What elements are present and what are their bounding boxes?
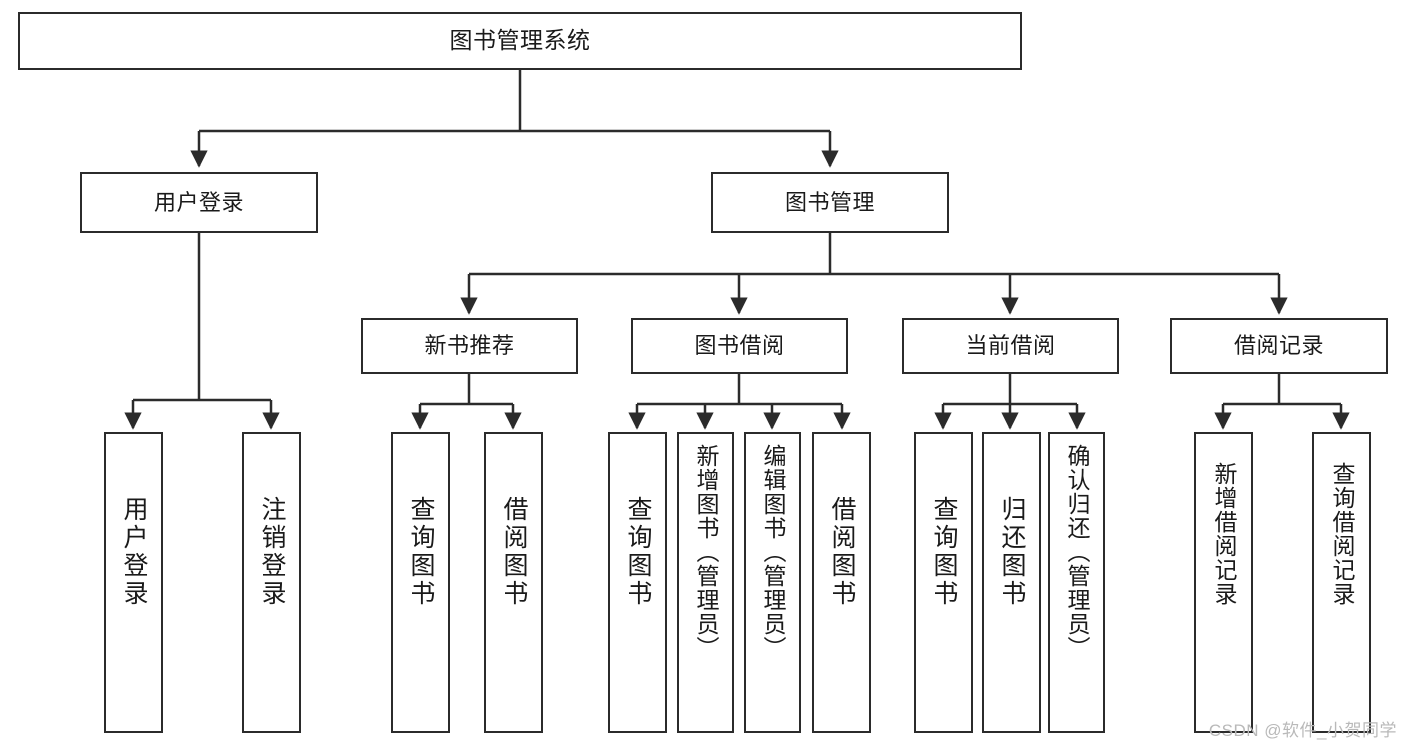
node-leaf-borrow-book-recommend[interactable]: 借阅图书 xyxy=(484,432,543,733)
node-label: 图书管理系统 xyxy=(449,27,591,54)
node-leaf-logout[interactable]: 注销登录 xyxy=(242,432,301,733)
node-label: 借阅图书 xyxy=(828,496,856,608)
node-label: 图书管理 xyxy=(784,189,875,215)
node-label: 查询图书 xyxy=(930,496,958,608)
node-label: 查询图书 xyxy=(407,496,435,608)
node-leaf-query-borrow-record[interactable]: 查询借阅记录 xyxy=(1312,432,1371,733)
node-root-library-system[interactable]: 图书管理系统 xyxy=(18,12,1022,70)
node-current-borrow[interactable]: 当前借阅 xyxy=(902,318,1119,374)
node-leaf-borrow-book[interactable]: 借阅图书 xyxy=(812,432,871,733)
node-label: 注销登录 xyxy=(258,496,286,608)
node-leaf-add-borrow-record[interactable]: 新增借阅记录 xyxy=(1194,432,1253,733)
node-book-borrow[interactable]: 图书借阅 xyxy=(631,318,848,374)
node-leaf-query-book-recommend[interactable]: 查询图书 xyxy=(391,432,450,733)
node-user-login[interactable]: 用户登录 xyxy=(80,172,318,233)
node-leaf-edit-book-admin[interactable]: 编辑图书（管理员） xyxy=(744,432,801,733)
node-label: 新增借阅记录 xyxy=(1211,462,1237,606)
node-label: 新书推荐 xyxy=(424,333,515,359)
node-new-book-recommend[interactable]: 新书推荐 xyxy=(361,318,578,374)
node-label: 用户登录 xyxy=(120,496,148,608)
node-label: 图书借阅 xyxy=(694,333,785,359)
node-label: 借阅记录 xyxy=(1233,333,1324,359)
node-label: 确认归还（管理员） xyxy=(1064,444,1090,660)
node-leaf-add-book-admin[interactable]: 新增图书（管理员） xyxy=(677,432,734,733)
node-leaf-return-book[interactable]: 归还图书 xyxy=(982,432,1041,733)
node-borrow-record[interactable]: 借阅记录 xyxy=(1170,318,1388,374)
node-book-management[interactable]: 图书管理 xyxy=(711,172,949,233)
node-label: 用户登录 xyxy=(153,189,244,215)
node-label: 查询借阅记录 xyxy=(1329,462,1355,606)
watermark-text: CSDN @软件_小贺同学 xyxy=(1208,721,1397,740)
node-leaf-user-login[interactable]: 用户登录 xyxy=(104,432,163,733)
node-label: 查询图书 xyxy=(624,496,652,608)
node-label: 归还图书 xyxy=(998,496,1026,608)
node-leaf-query-book-borrow[interactable]: 查询图书 xyxy=(608,432,667,733)
node-leaf-query-book-current[interactable]: 查询图书 xyxy=(914,432,973,733)
node-label: 新增图书（管理员） xyxy=(693,444,719,660)
node-label: 借阅图书 xyxy=(500,496,528,608)
node-label: 编辑图书（管理员） xyxy=(760,444,786,660)
node-leaf-confirm-return-admin[interactable]: 确认归还（管理员） xyxy=(1048,432,1105,733)
node-label: 当前借阅 xyxy=(965,333,1056,359)
